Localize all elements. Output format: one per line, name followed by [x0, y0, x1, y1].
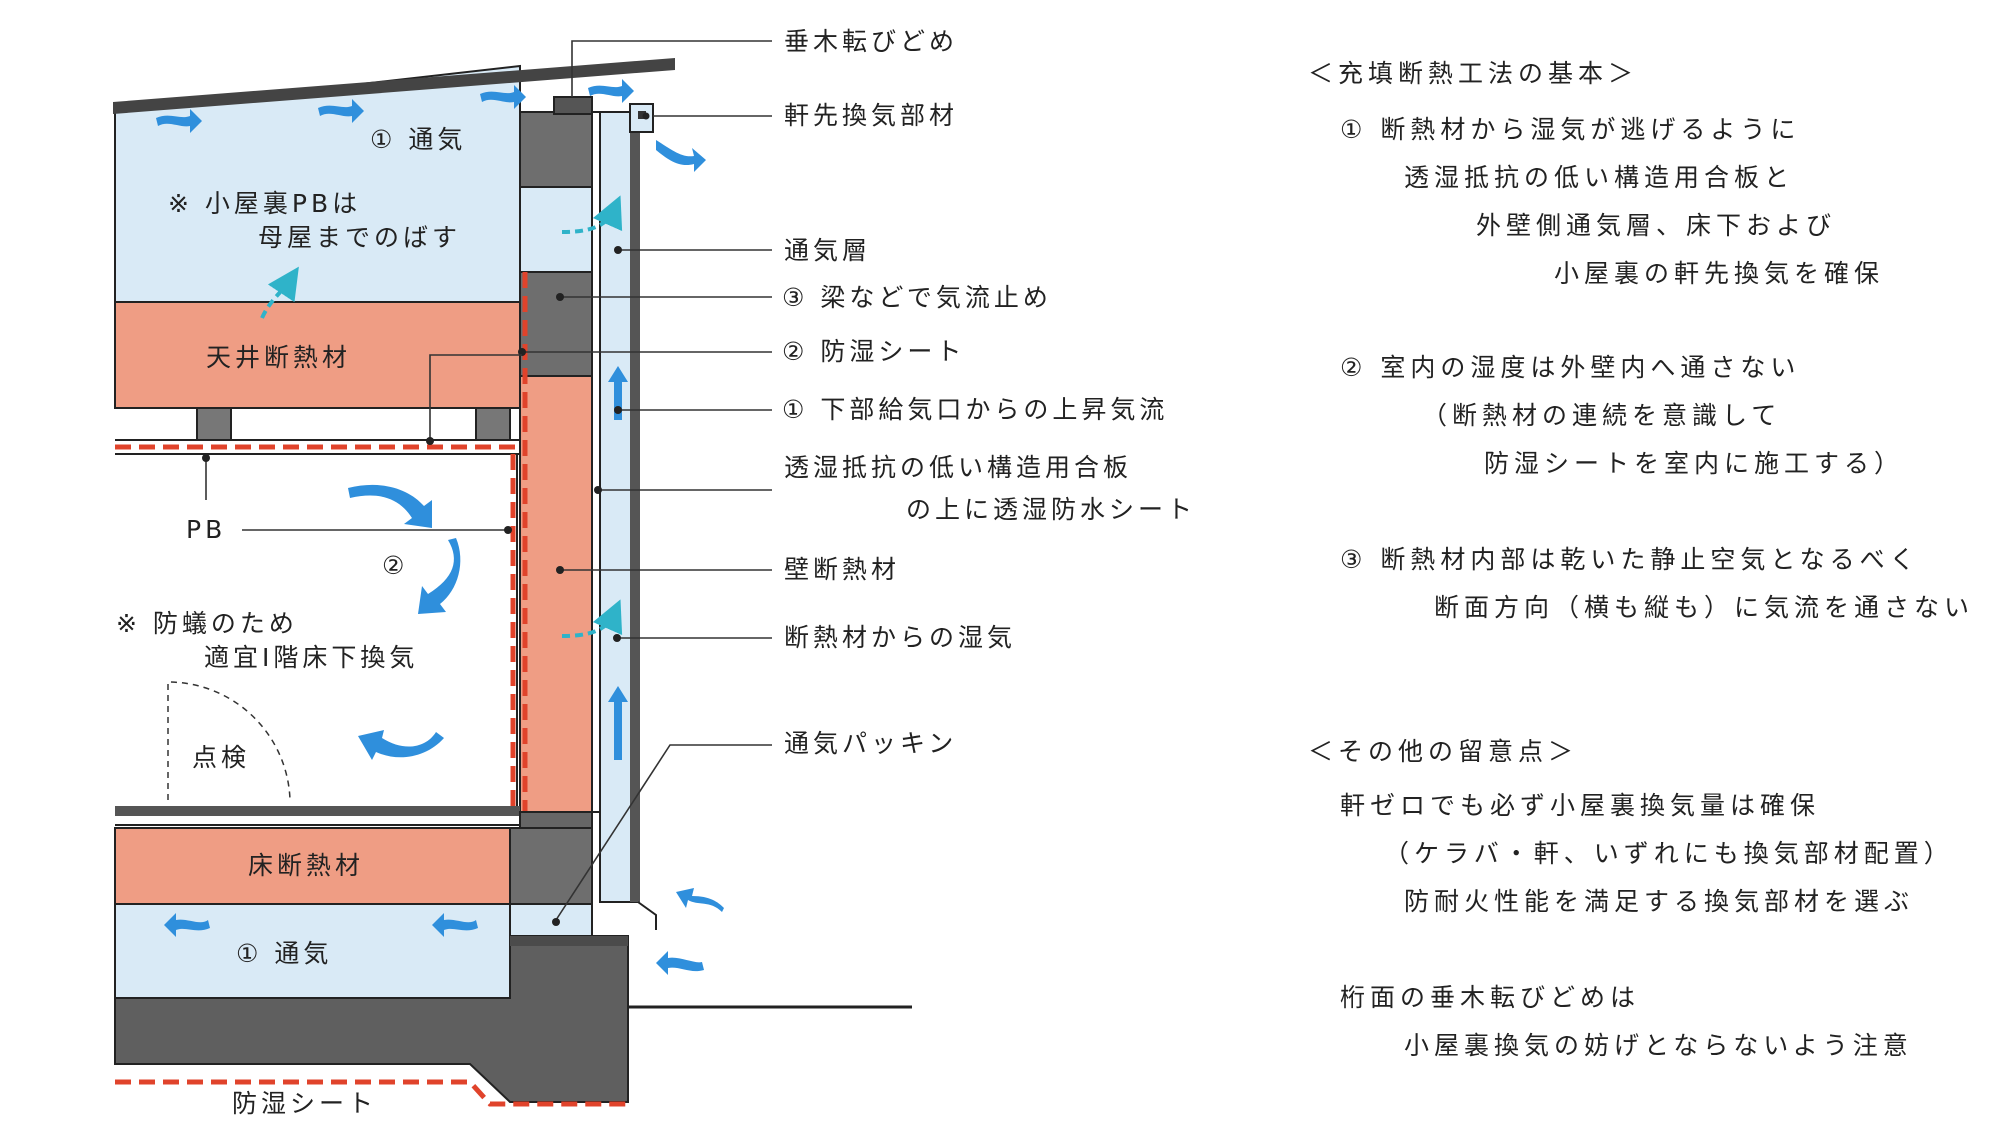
other-2-line-1: 桁面の垂木転びどめは: [1340, 983, 1640, 1012]
dot-nokisaki: [642, 112, 650, 120]
underfloor-air: [114, 903, 511, 999]
arrow-under-2: [432, 913, 478, 937]
other-1-line-1: 軒ゼロでも必ず小屋裏換気量は確保: [1340, 791, 1820, 820]
ceiling-joist-right: [475, 407, 511, 441]
dot-hari: [556, 293, 564, 301]
arrow-room-3: [358, 730, 444, 760]
rafter-blocking: [553, 96, 593, 115]
label-under-vent: ① 通気: [236, 939, 332, 968]
diagram-labels: 垂木転びどめ 軒先換気部材 通気層 ③ 梁などで気流止め ② 防湿シート ① 下…: [116, 27, 1196, 1118]
top-plate: [519, 111, 593, 188]
label-bottom-sheet: 防湿シート: [232, 1089, 377, 1118]
notes-panel: ＜充填断熱工法の基本＞ ① 断熱材から湿気が逃げるように 透湿抵抗の低い構造用合…: [1308, 59, 1974, 1060]
label-nokisaki: 軒先換気部材: [784, 101, 958, 130]
foundation-top: [510, 936, 628, 946]
leader-lines: [202, 40, 772, 926]
basic-1-line-1: ① 断熱材から湿気が逃げるように: [1340, 115, 1800, 144]
arrow-room-1: [348, 484, 432, 528]
moisture-upper-wall: [561, 195, 623, 234]
arrow-vent-up-1: [608, 366, 628, 420]
arrow-attic-1: [156, 109, 202, 133]
other-1-line-3: 防耐火性能を満足する換気部材を選ぶ: [1404, 887, 1914, 916]
basic-2-line-1: ② 室内の湿度は外壁内へ通さない: [1340, 353, 1800, 382]
label-room-flow: ②: [382, 551, 408, 580]
arrow-intake-2: [656, 951, 704, 975]
leader-taruki: [571, 40, 772, 97]
label-attic-note-2: 母屋までのばす: [258, 223, 461, 252]
exterior-cladding: [630, 112, 640, 902]
label-kabe-dannetsu: 壁断熱材: [784, 555, 900, 584]
floor-sill: [519, 811, 593, 829]
basic-1-line-4: 小屋裏の軒先換気を確保: [1554, 259, 1884, 288]
ceiling-joist-left: [196, 407, 232, 441]
label-tenjou: 天井断熱材: [206, 343, 351, 372]
leader-ceiling-sheet: [429, 354, 522, 441]
arrow-intake-1: [676, 888, 724, 912]
arrow-room-2: [418, 538, 461, 614]
inspection-door-swing: [167, 681, 291, 801]
dot-tsukiso: [614, 246, 622, 254]
other-2-line-2: 小屋裏換気の妨げとならないよう注意: [1404, 1031, 1913, 1060]
label-yuka-dannetsu: 床断熱材: [248, 851, 364, 880]
arrow-vent-up-2: [608, 686, 628, 760]
dot-kabe: [556, 566, 564, 574]
wall-insulation: [519, 375, 593, 813]
foundation: [114, 935, 629, 1103]
floor-board: [115, 806, 520, 816]
basic-1-line-2: 透湿抵抗の低い構造用合板と: [1404, 163, 1794, 192]
label-tsukiso: 通気層: [784, 236, 871, 265]
label-attic-vent: ① 通気: [370, 125, 466, 154]
dot-packin: [552, 918, 560, 926]
structural-plywood: [591, 111, 601, 813]
moisture-arrows: [260, 195, 623, 638]
label-tenken: 点検: [192, 743, 250, 772]
arrow-attic-2: [318, 99, 364, 123]
sill-beam: [509, 827, 593, 905]
other-1-line-2: （ケラバ・軒、いずれにも換気部材配置）: [1384, 839, 1954, 868]
basic-title: ＜充填断熱工法の基本＞: [1308, 59, 1638, 88]
label-gouban-1: 透湿抵抗の低い構造用合板: [784, 453, 1132, 482]
label-packin: 通気パッキン: [784, 729, 957, 758]
beam: [519, 271, 593, 377]
airflow-arrows: [156, 79, 724, 975]
dot-pb-up: [202, 454, 210, 462]
label-gouban-2: の上に透湿防水シート: [906, 495, 1196, 524]
dot-kabu: [614, 406, 622, 414]
arrow-attic-4: [588, 79, 634, 103]
dot-ceiling-sheet: [426, 437, 434, 445]
dot-boushitsu: [518, 348, 526, 356]
basic-3-line-1: ③ 断熱材内部は乾いた静止空気となるべく: [1340, 545, 1920, 574]
bottom-vapor-barrier: [115, 1079, 628, 1107]
moisture-lower-wall: [561, 599, 623, 638]
basic-2-line-2: （断熱材の連続を意識して: [1422, 401, 1781, 430]
label-pb: PB: [186, 515, 226, 544]
arrow-eave-out: [656, 140, 706, 172]
label-boushitsu: ② 防湿シート: [782, 337, 965, 366]
vent-packing: [509, 903, 593, 937]
label-taruki: 垂木転びどめ: [784, 27, 958, 56]
label-hari: ③ 梁などで気流止め: [782, 283, 1052, 312]
lower-intake-flap: [637, 901, 657, 930]
other-title: ＜その他の留意点＞: [1308, 737, 1578, 766]
basic-3-line-2: 断面方向（横も縦も）に気流を通さない: [1434, 593, 1974, 622]
label-kabu-kyuki: ① 下部給気口からの上昇気流: [782, 395, 1168, 424]
label-shiroari-1: ※ 防蟻のため: [116, 609, 298, 638]
label-attic-note-1: ※ 小屋裏PBは: [168, 189, 361, 218]
basic-2-line-3: 防湿シートを室内に施工する）: [1484, 449, 1904, 478]
basic-1-line-3: 外壁側通気層、床下および: [1476, 211, 1836, 240]
arrow-attic-3: [480, 85, 526, 109]
dot-gouban: [594, 486, 602, 494]
dot-pb: [504, 526, 512, 534]
eave-vent-hole: [638, 111, 646, 119]
dot-shikki: [613, 634, 621, 642]
roof-sheathing: [113, 58, 675, 114]
arrow-under-1: [164, 913, 210, 937]
moisture-ceiling: [260, 266, 299, 319]
leader-packin: [555, 744, 772, 921]
label-shikki: 断熱材からの湿気: [784, 623, 1016, 652]
label-shiroari-2: 適宜Ⅰ階床下換気: [204, 643, 418, 672]
